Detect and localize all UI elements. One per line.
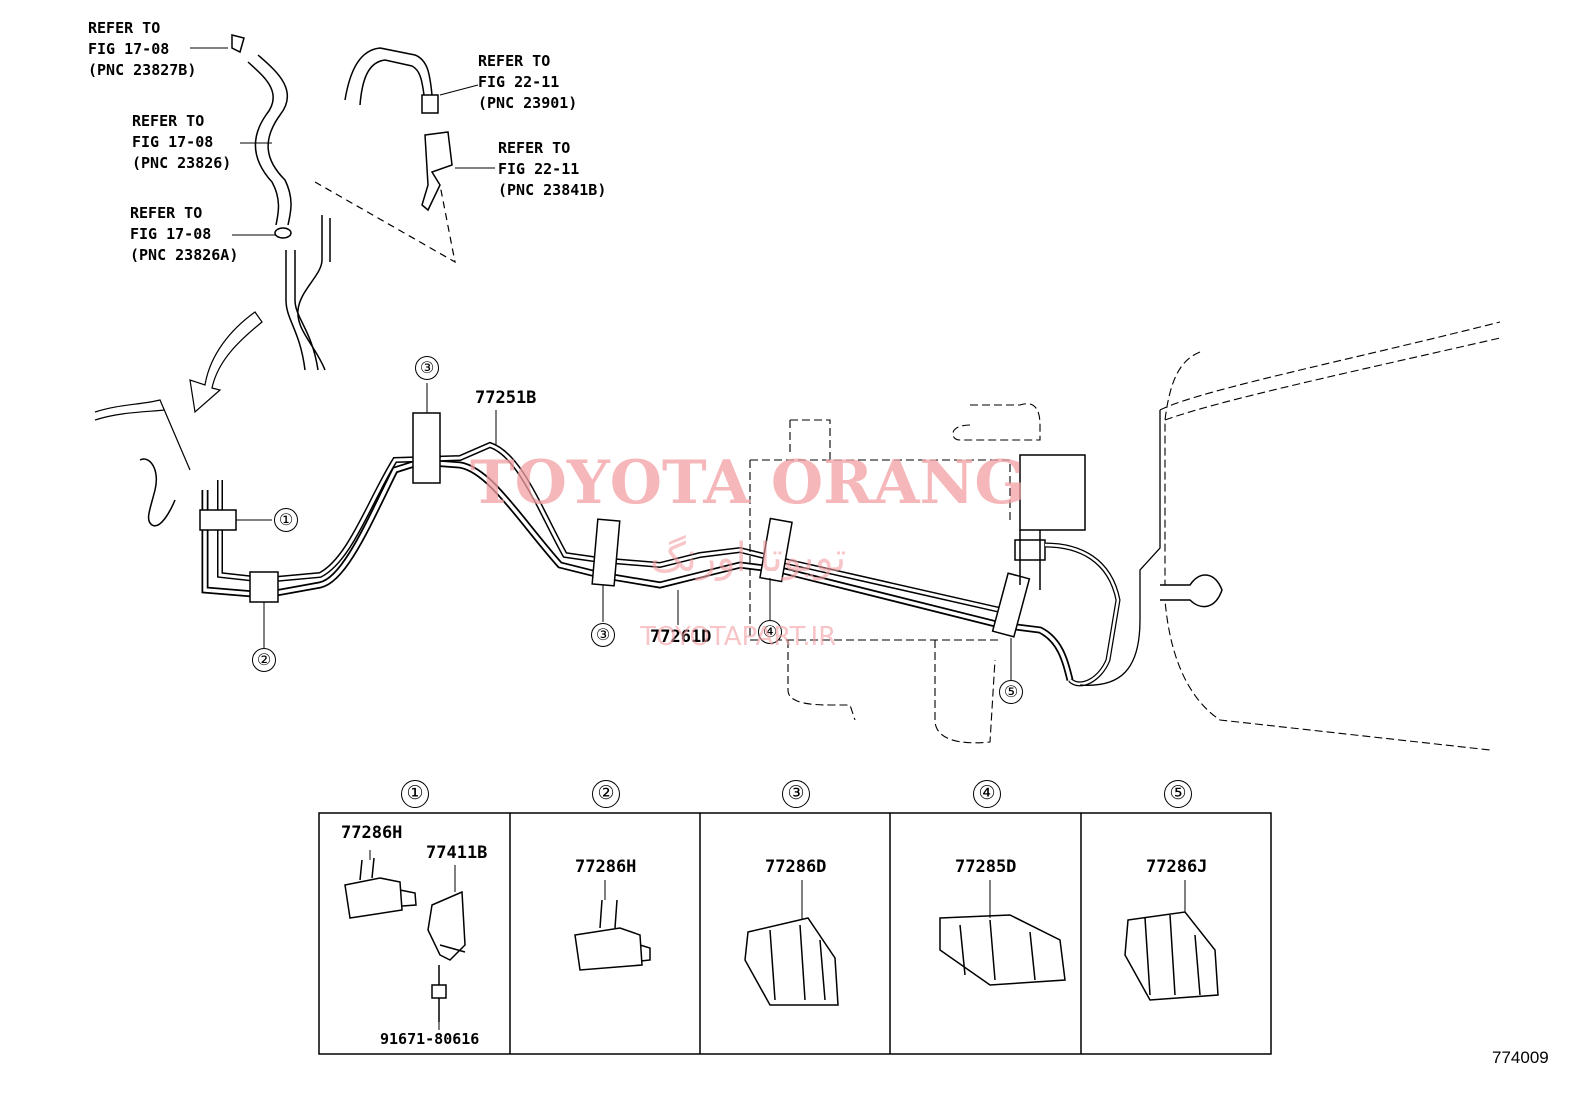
callout-3-lower: ③ (591, 623, 615, 647)
ref-line: (PNC 23827B) (88, 61, 197, 79)
panel-4-number: ④ (973, 780, 1001, 808)
callout-4: ④ (758, 620, 782, 644)
bracket-77411B-icon (427, 890, 466, 961)
figure-code: 774009 (1492, 1048, 1549, 1067)
ref-line: (PNC 23826A) (130, 246, 239, 264)
part-number-77286H-panel2[interactable]: 77286H (575, 857, 637, 877)
clamp-4 (759, 517, 793, 583)
clamp-77286H-icon (574, 899, 651, 971)
ref-pnc-23826a: REFER TO FIG 17-08 (PNC 23826A) (130, 203, 238, 266)
connector-icon (421, 131, 453, 212)
bracket-77286H-icon (344, 857, 417, 919)
bolt-icon (431, 965, 447, 1022)
callout-2: ② (252, 648, 276, 672)
ref-line: FIG 22-11 (478, 73, 560, 91)
part-number-77285D[interactable]: 77285D (955, 857, 1017, 877)
ref-line: FIG 17-08 (88, 40, 170, 58)
clamp-77285D-icon (939, 914, 1066, 986)
ref-line: REFER TO (478, 52, 551, 70)
ref-line: REFER TO (498, 139, 571, 157)
part-number-77286H-panel1[interactable]: 77286H (341, 823, 403, 843)
direction-arrow (189, 311, 263, 414)
ref-line: REFER TO (132, 112, 205, 130)
panel-5-number: ⑤ (1164, 780, 1192, 808)
ref-line: (PNC 23841B) (498, 181, 607, 199)
part-number-upper-tube[interactable]: 77251B (475, 388, 537, 408)
callout-5: ⑤ (999, 680, 1023, 704)
clip-icon (231, 34, 245, 54)
part-number-77286D[interactable]: 77286D (765, 857, 827, 877)
ref-pnc-23901: REFER TO FIG 22-11 (PNC 23901) (478, 51, 577, 114)
ref-line: (PNC 23826) (132, 154, 232, 172)
callout-1: ① (274, 508, 298, 532)
tube-77251B (201, 458, 1074, 681)
ref-line: FIG 17-08 (132, 133, 214, 151)
ref-line: (PNC 23901) (478, 94, 578, 112)
clamp-5 (991, 572, 1031, 638)
ref-line: FIG 22-11 (498, 160, 580, 178)
ref-pnc-23827b: REFER TO FIG 17-08 (PNC 23827B) (88, 18, 196, 81)
ref-line: REFER TO (130, 204, 203, 222)
filler-neck (1160, 574, 1223, 608)
part-number-77286J[interactable]: 77286J (1146, 857, 1208, 877)
breather-hose (257, 54, 292, 226)
callout-3-upper: ③ (415, 356, 439, 380)
clamp-3b (591, 518, 621, 587)
clamp-1 (199, 509, 237, 531)
part-number-lower-tube[interactable]: 77261D (650, 627, 712, 647)
ref-line: FIG 17-08 (130, 225, 212, 243)
part-number-77411B[interactable]: 77411B (426, 843, 488, 863)
ref-line: REFER TO (88, 19, 161, 37)
clamp-2 (249, 571, 279, 603)
ref-pnc-23826: REFER TO FIG 17-08 (PNC 23826) (132, 111, 231, 174)
panel-3-number: ③ (782, 780, 810, 808)
panel-1-number: ① (401, 780, 429, 808)
clamp-77286D-icon (744, 917, 839, 1006)
panel-2-number: ② (592, 780, 620, 808)
part-number-91671-80616[interactable]: 91671-80616 (380, 1030, 480, 1048)
clamp-77286J-icon (1124, 911, 1219, 1001)
clamp-3a (412, 412, 441, 484)
ref-pnc-23841b: REFER TO FIG 22-11 (PNC 23841B) (498, 138, 606, 201)
